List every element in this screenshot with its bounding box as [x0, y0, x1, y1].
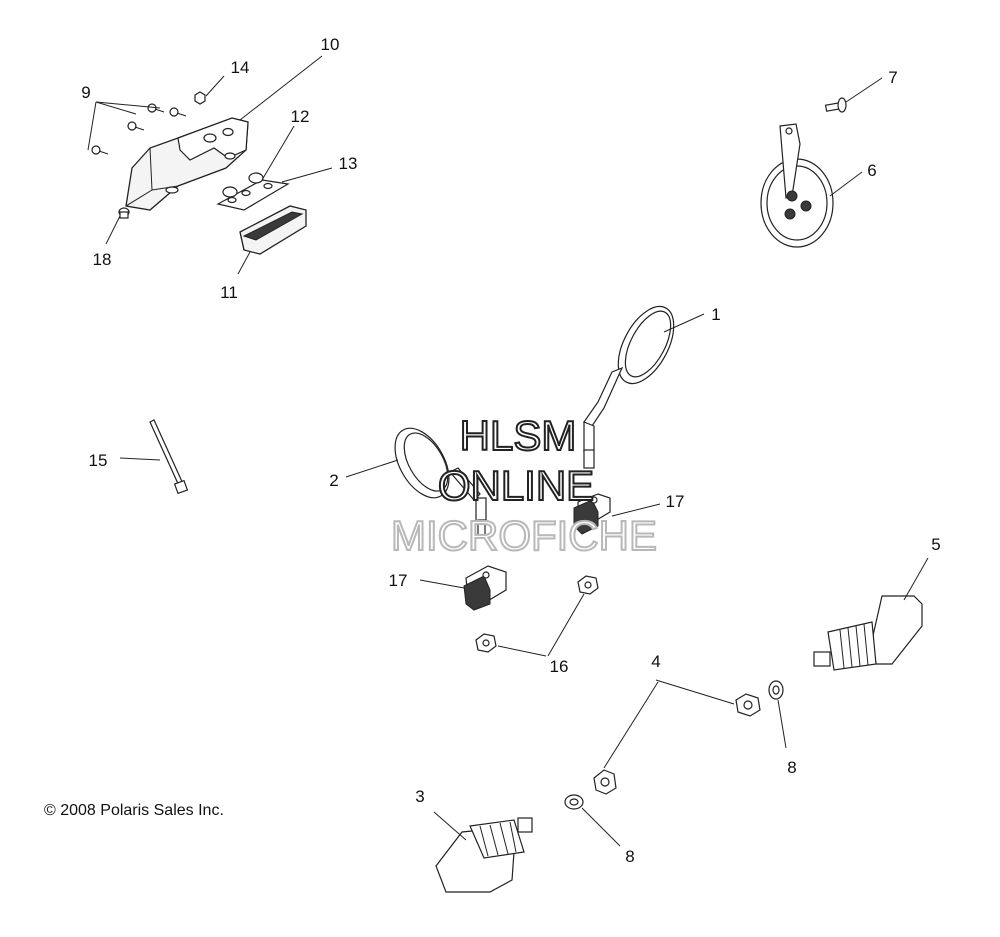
callout-1: 1 — [711, 305, 720, 324]
mirror-right-part — [583, 305, 675, 469]
washer-part — [768, 680, 784, 700]
callout-9: 9 — [81, 83, 90, 102]
copyright-notice: © 2008 Polaris Sales Inc. — [44, 802, 224, 819]
callout-13: 13 — [339, 154, 358, 173]
callout-11: 11 — [220, 283, 238, 302]
cable-tie-part — [149, 419, 189, 495]
horn-part — [760, 123, 834, 248]
callout-17a: 17 — [666, 492, 685, 511]
mirror-clamp-part — [463, 565, 507, 611]
callout-7: 7 — [888, 68, 897, 87]
watermark-line2: ONLINE — [438, 462, 594, 509]
callout-8b: 8 — [625, 847, 634, 866]
watermark-line1: HLSM — [460, 412, 577, 459]
screw-parts — [91, 91, 206, 219]
callout-12: 12 — [291, 107, 310, 126]
callout-4: 4 — [651, 652, 660, 671]
watermark: HLSM ONLINE MICROFICHE — [390, 411, 658, 560]
signal-nut-part — [735, 693, 761, 717]
nut-part — [577, 575, 599, 595]
signal-nut-part — [593, 769, 617, 795]
callout-2: 2 — [329, 471, 338, 490]
leader-lines — [87, 55, 929, 847]
mirror-clamp-part — [573, 493, 611, 535]
callout-5: 5 — [931, 535, 940, 554]
callout-3: 3 — [415, 787, 424, 806]
horn-bolt-part — [824, 97, 847, 113]
nut-part — [475, 633, 497, 653]
callout-15: 15 — [89, 451, 108, 470]
license-light-part — [216, 172, 307, 255]
callout-labels: 1 2 3 4 5 6 7 8 8 9 10 11 12 13 14 15 16… — [81, 35, 940, 866]
callout-18: 18 — [93, 250, 112, 269]
callout-10: 10 — [321, 35, 340, 54]
watermark-line3: MICROFICHE — [391, 512, 657, 559]
turn-signal-left-part — [435, 817, 533, 893]
license-bracket-part — [125, 117, 249, 211]
turn-signal-right-part — [813, 595, 923, 671]
mirror-left-part — [394, 427, 487, 537]
callout-16: 16 — [550, 657, 569, 676]
callout-6: 6 — [867, 161, 876, 180]
callout-17b: 17 — [389, 571, 408, 590]
callout-14: 14 — [231, 58, 250, 77]
callout-8a: 8 — [787, 758, 796, 777]
washer-part — [564, 794, 584, 810]
